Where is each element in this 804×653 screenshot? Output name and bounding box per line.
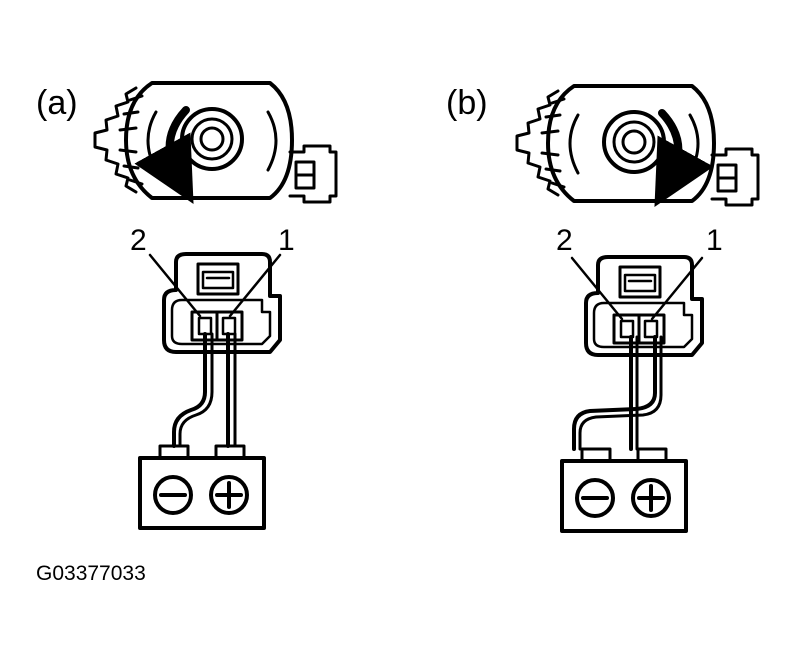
panel-label: (a) [36, 84, 78, 122]
panel-b: (b) 2 1 [446, 84, 760, 533]
pin-label-2: 2 [556, 224, 573, 257]
panel-label: (b) [446, 84, 488, 122]
panel-a: (a) 2 1 [36, 81, 338, 530]
pin-label-1: 1 [706, 224, 723, 257]
wires-a [172, 332, 237, 448]
pin-label-2: 2 [130, 224, 147, 257]
wires-b [572, 335, 663, 451]
pin-label-1: 1 [278, 224, 295, 257]
figure-code: G03377033 [36, 562, 146, 585]
rotation-arrow-cw-icon [654, 109, 714, 207]
rotation-arrow-ccw-icon [134, 106, 194, 204]
